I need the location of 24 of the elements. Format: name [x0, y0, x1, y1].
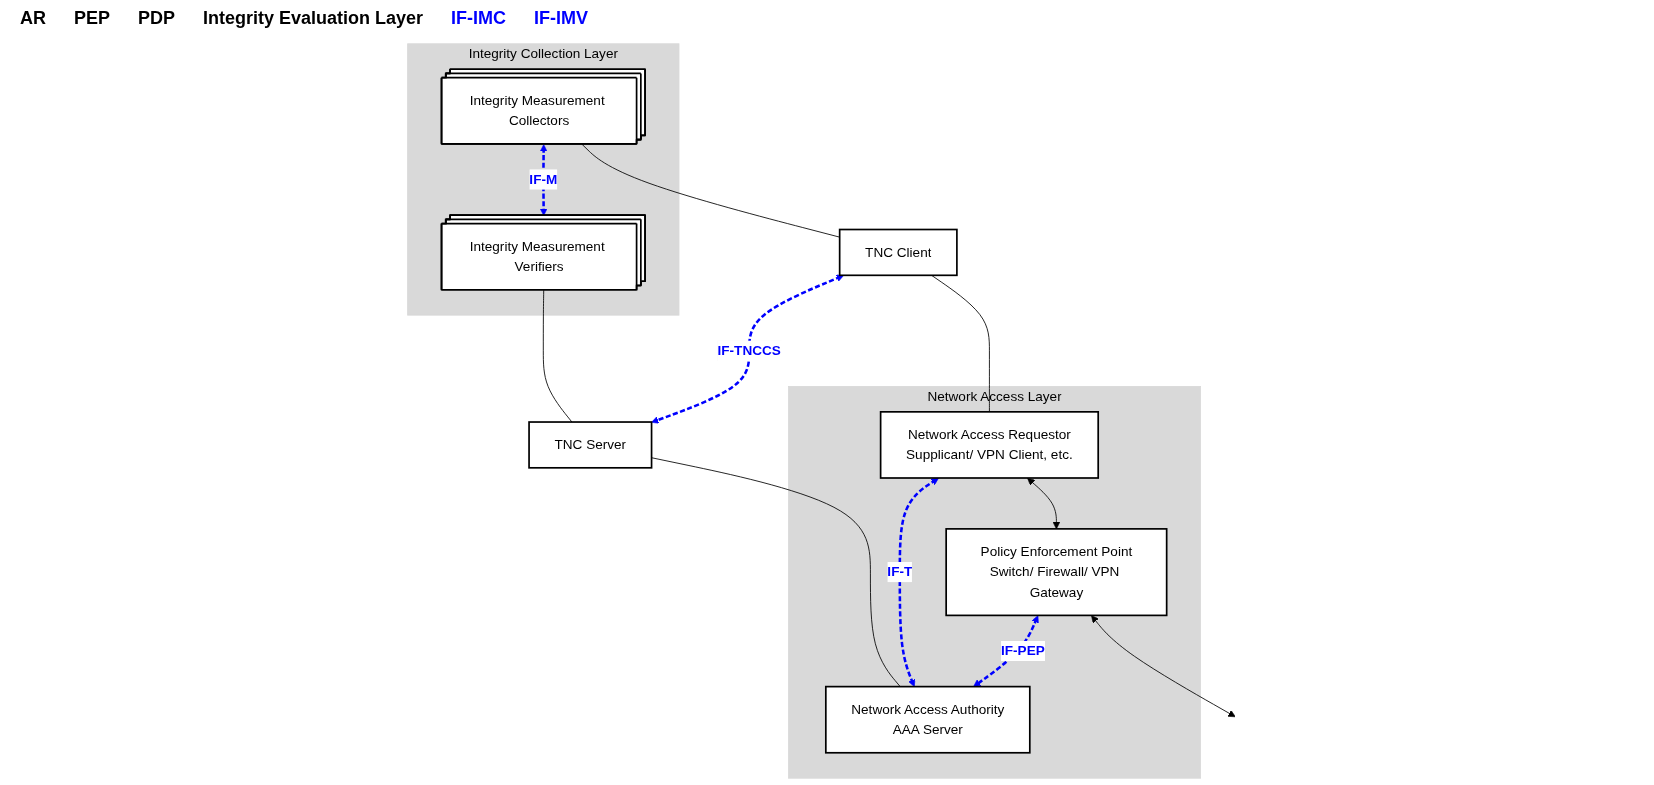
node-box: TNC Server	[528, 421, 653, 469]
node-box: Network Access Authority AAA Server	[824, 685, 1031, 754]
arrow	[539, 144, 548, 216]
node-box: Network Access Requestor Supplicant/ VPN Client, etc.	[879, 411, 1100, 479]
column-heading: PDP	[138, 8, 176, 29]
arrow	[973, 615, 1039, 687]
column-heading: AR	[20, 8, 46, 29]
arrow	[1091, 615, 1236, 718]
edge-label: IF-PEP	[1001, 643, 1045, 658]
interface-label: IF-IMC	[451, 8, 507, 29]
connector-line	[931, 274, 990, 413]
column-heading: PEP	[74, 8, 111, 29]
edge-label: IF-T	[887, 564, 913, 579]
interface-label: IF-IMV	[534, 8, 589, 29]
edge-label: IF-M	[529, 171, 558, 187]
arrow	[651, 274, 844, 424]
node-box: Policy Enforcement Point Switch/ Firewall/ VPN Gateway	[945, 528, 1168, 617]
edge-label: IF-TNCCS	[717, 343, 781, 358]
node-box: TNC Client	[838, 228, 958, 277]
layer-label: Integrity Evaluation Layer	[203, 8, 424, 29]
arrow	[898, 477, 939, 687]
connector-line	[542, 289, 573, 423]
arrow	[1027, 477, 1061, 530]
connector-line	[651, 457, 901, 688]
